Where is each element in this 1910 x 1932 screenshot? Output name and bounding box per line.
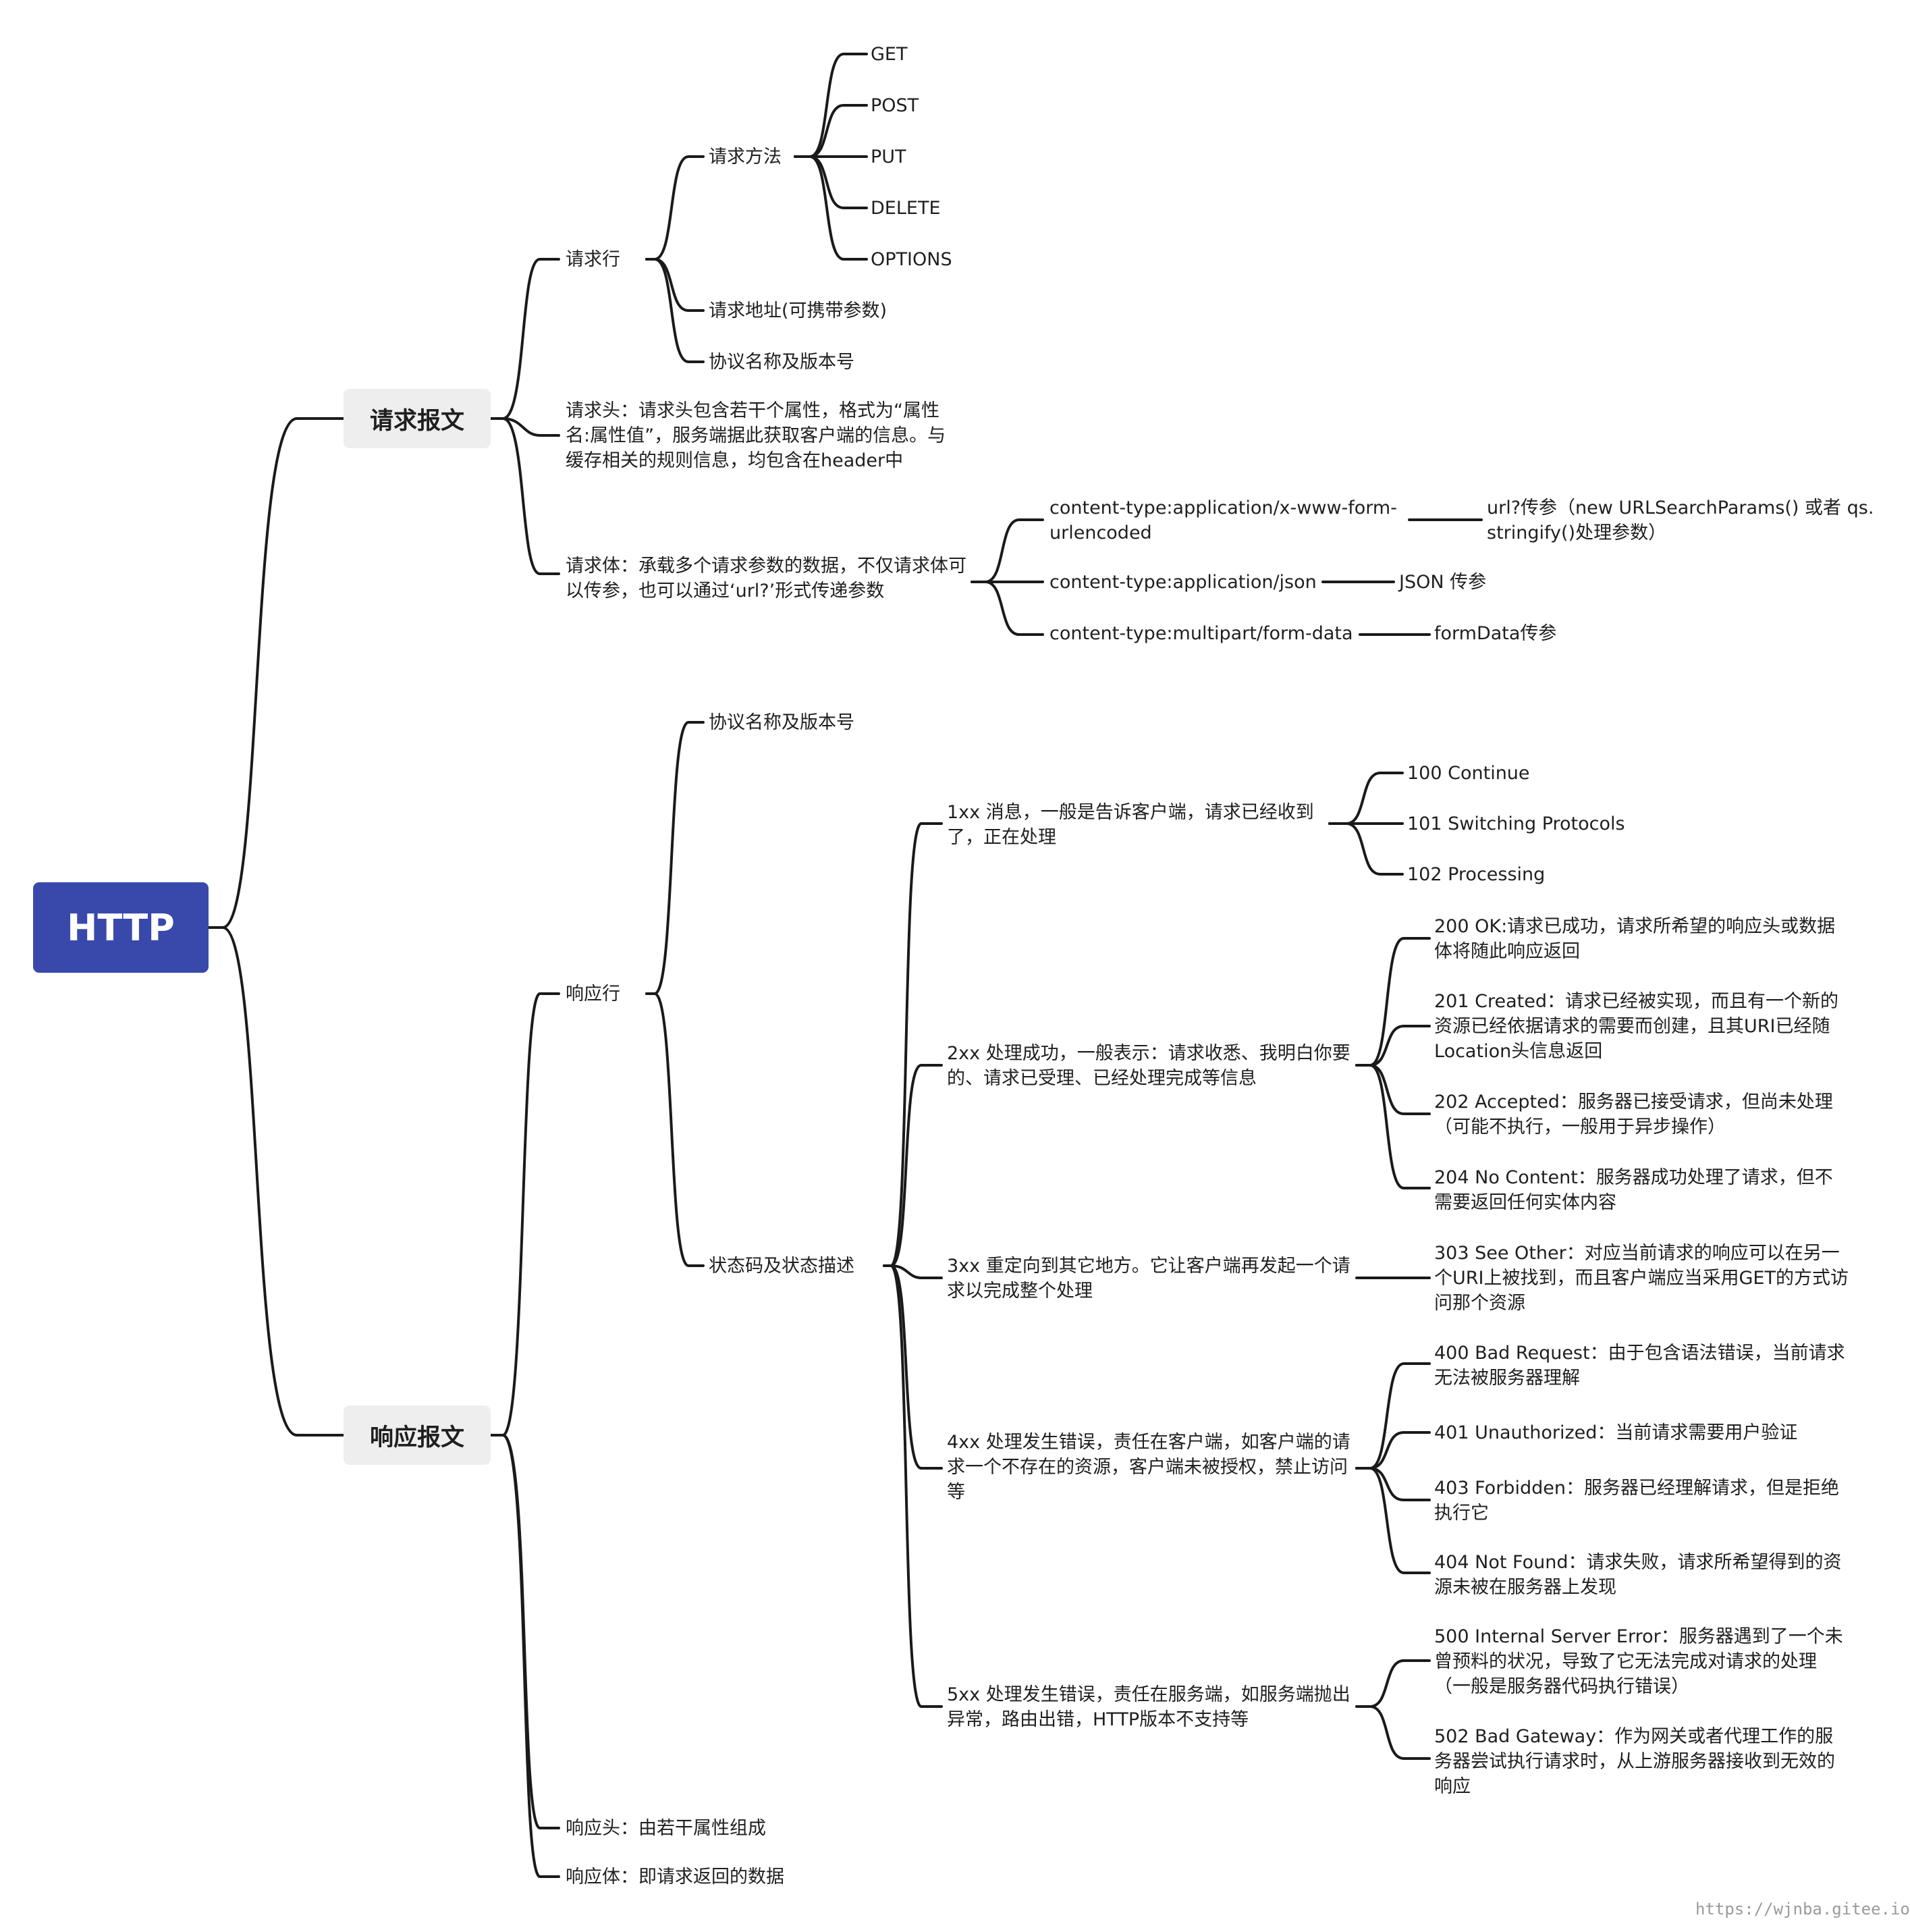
formdata-desc-node[interactable]: formData传参 xyxy=(1434,623,1557,644)
status-100-node[interactable]: 100 Continue xyxy=(1407,763,1530,784)
request-body-node[interactable]: 请求体：承载多个请求参数的数据，不仅请求体可以传参，也可以通过‘url?’形式传… xyxy=(566,556,966,601)
connector-4xx xyxy=(883,1264,943,1470)
connector-404 xyxy=(1355,1467,1431,1574)
response-header-node[interactable]: 响应头：由若干属性组成 xyxy=(566,1818,766,1839)
connector-protocol xyxy=(645,258,705,363)
connector-response-body xyxy=(489,1434,560,1878)
connector-type-urlencoded xyxy=(971,518,1044,583)
connector-102 xyxy=(1328,822,1404,876)
status-404-node[interactable]: 404 Not Found：请求失败，请求所希望得到的资源未被在服务器上发现 xyxy=(1434,1552,1842,1598)
connector-type-formdata xyxy=(971,581,1044,636)
connector-1xx xyxy=(883,822,943,1267)
json-desc-node[interactable]: JSON 传参 xyxy=(1399,572,1487,593)
root-node-http[interactable]: HTTP xyxy=(33,882,209,973)
status-code-node[interactable]: 状态码及状态描述 xyxy=(709,1256,854,1277)
connector-202 xyxy=(1355,1064,1431,1115)
connector-request-header xyxy=(489,417,560,437)
status-202-node[interactable]: 202 Accepted：服务器已接受请求，但尚未处理（可能不执行，一般用于异步… xyxy=(1434,1092,1833,1137)
connector-5xx xyxy=(883,1264,943,1708)
connector-401 xyxy=(1355,1431,1431,1470)
request-url-node[interactable]: 请求地址(可携带参数) xyxy=(709,300,888,321)
connector-204 xyxy=(1355,1064,1431,1189)
status-401-node[interactable]: 401 Unauthorized：当前请求需要用户验证 xyxy=(1434,1422,1798,1443)
status-102-node[interactable]: 102 Processing xyxy=(1407,864,1546,885)
method-post-node[interactable]: POST xyxy=(871,95,919,116)
status-2xx-node[interactable]: 2xx 处理成功，一般表示：请求收悉、我明白你要的、请求已受理、已经处理完成等信… xyxy=(947,1043,1350,1089)
request-header-node[interactable]: 请求头：请求头包含若干个属性，格式为“属性名:属性值”，服务端据此获取客户端的信… xyxy=(566,400,946,471)
response-message-node[interactable]: 响应报文 xyxy=(344,1405,491,1465)
status-403-node[interactable]: 403 Forbidden：服务器已经理解请求，但是拒绝执行它 xyxy=(1434,1478,1839,1524)
urlencoded-desc-node[interactable]: url?传参（new URLSearchParams() 或者 qs. stri… xyxy=(1487,498,1874,543)
status-400-node[interactable]: 400 Bad Request：由于包含语法错误，当前请求无法被服务器理解 xyxy=(1434,1343,1845,1389)
connector-delete xyxy=(794,155,868,209)
connector-options xyxy=(794,155,868,261)
status-200-node[interactable]: 200 OK:请求已成功，请求所希望的响应头或数据体将随此响应返回 xyxy=(1434,916,1836,962)
status-303-node[interactable]: 303 See Other：对应当前请求的响应可以在另一个URI上被找到，而且客… xyxy=(1434,1243,1849,1314)
connector-201 xyxy=(1355,1025,1431,1067)
content-type-urlencoded-node[interactable]: content-type:application/x-www-form-urle… xyxy=(1049,498,1397,543)
connector-status xyxy=(645,992,705,1267)
connector-response-header xyxy=(489,1434,560,1829)
watermark-text: https://wjnba.gitee.io/ xyxy=(1695,1900,1910,1918)
connector-502 xyxy=(1355,1705,1431,1760)
response-protocol-node[interactable]: 协议名称及版本号 xyxy=(709,712,854,733)
request-method-node[interactable]: 请求方法 xyxy=(709,146,782,167)
connector-request-body xyxy=(489,417,560,575)
connector-post xyxy=(794,104,868,158)
connector-403 xyxy=(1355,1467,1431,1501)
connector-methods xyxy=(645,155,705,261)
connector-root-response xyxy=(207,926,345,1437)
connector-400 xyxy=(1355,1362,1431,1470)
status-101-node[interactable]: 101 Switching Protocols xyxy=(1407,813,1625,834)
connector-100 xyxy=(1328,772,1404,825)
connector-response-line xyxy=(489,992,560,1437)
status-1xx-node[interactable]: 1xx 消息，一般是告诉客户端，请求已经收到了，正在处理 xyxy=(947,802,1314,848)
method-delete-node[interactable]: DELETE xyxy=(871,198,941,219)
connector-500 xyxy=(1355,1659,1431,1708)
connector-request-line xyxy=(489,258,560,420)
method-get-node[interactable]: GET xyxy=(871,44,908,65)
request-protocol-node[interactable]: 协议名称及版本号 xyxy=(709,352,854,373)
status-204-node[interactable]: 204 No Content：服务器成功处理了请求，但不需要返回任何实体内容 xyxy=(1434,1167,1833,1213)
connector-200 xyxy=(1355,937,1431,1067)
method-put-node[interactable]: PUT xyxy=(871,146,906,167)
connector-url xyxy=(645,258,705,312)
content-type-formdata-node[interactable]: content-type:multipart/form-data xyxy=(1049,623,1353,644)
status-500-node[interactable]: 500 Internal Server Error：服务器遇到了一个未曾预料的状… xyxy=(1434,1626,1843,1697)
status-201-node[interactable]: 201 Created：请求已经被实现，而且有一个新的资源已经依据请求的需要而创… xyxy=(1434,991,1838,1062)
status-4xx-node[interactable]: 4xx 处理发生错误，责任在客户端，如客户端的请求一个不存在的资源，客户端未被授… xyxy=(947,1432,1350,1503)
request-message-node[interactable]: 请求报文 xyxy=(344,389,491,448)
status-502-node[interactable]: 502 Bad Gateway：作为网关或者代理工作的服务器尝试执行请求时，从上… xyxy=(1434,1726,1835,1797)
status-5xx-node[interactable]: 5xx 处理发生错误，责任在服务端，如服务端抛出异常，路由出错，HTTP版本不支… xyxy=(947,1684,1350,1730)
connector-response-protocol xyxy=(645,721,705,995)
connector-2xx xyxy=(883,1064,943,1267)
method-options-node[interactable]: OPTIONS xyxy=(871,249,952,270)
connector-root-request xyxy=(207,417,345,929)
content-type-json-node[interactable]: content-type:application/json xyxy=(1049,572,1317,593)
response-body-node[interactable]: 响应体：即请求返回的数据 xyxy=(566,1867,784,1887)
status-3xx-node[interactable]: 3xx 重定向到其它地方。它让客户端再发起一个请求以完成整个处理 xyxy=(947,1256,1350,1302)
request-line-node[interactable]: 请求行 xyxy=(566,249,620,270)
response-line-node[interactable]: 响应行 xyxy=(566,984,620,1004)
